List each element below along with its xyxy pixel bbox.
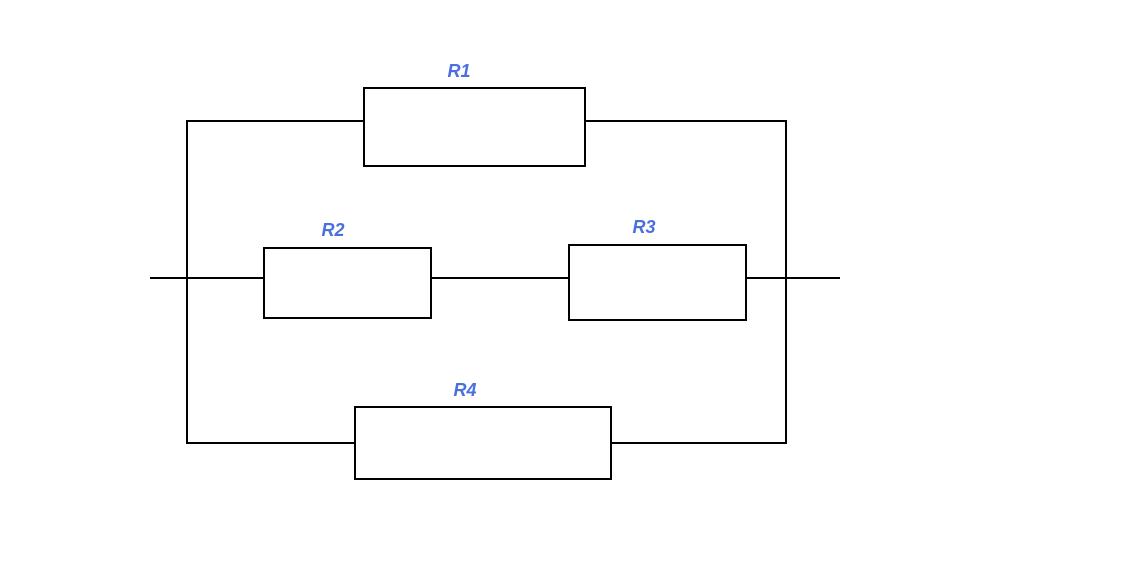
resistor-r2 [263,247,432,319]
resistor-r3 [568,244,747,321]
resistor-label-r1: R1 [447,61,470,81]
resistor-r1 [363,87,586,167]
resistor-r4 [354,406,612,480]
resistor-label-r2: R2 [321,220,344,240]
resistor-label-r3: R3 [632,217,655,237]
resistor-label-r4: R4 [453,380,476,400]
